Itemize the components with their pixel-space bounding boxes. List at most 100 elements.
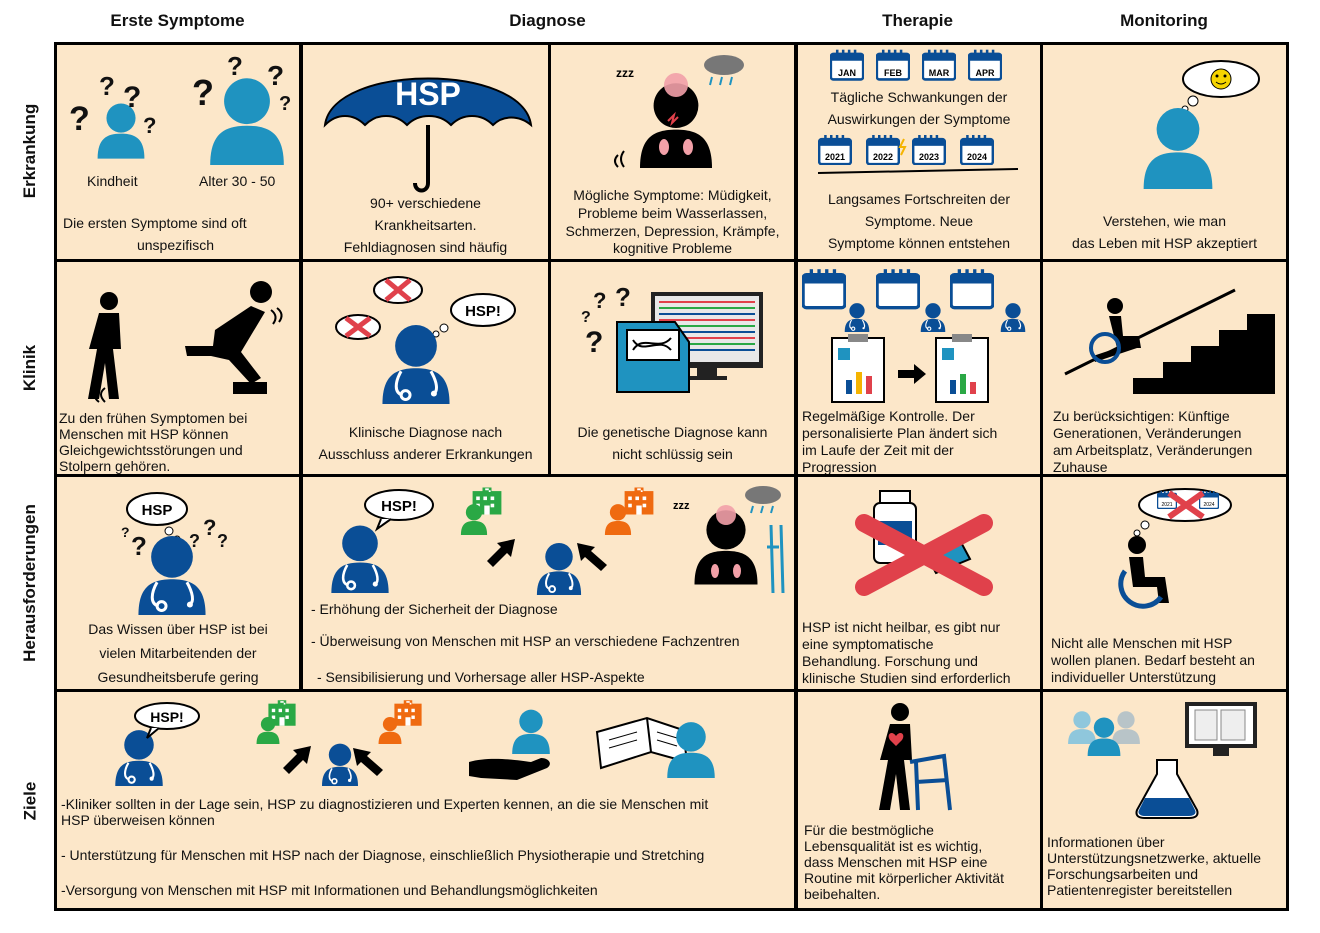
ziele-monitoring-text-2: Unterstützungsnetzwerke, aktuelle	[1047, 850, 1261, 866]
svg-text:2021: 2021	[1161, 502, 1172, 508]
klinik-therapie-text-3: im Laufe der Zeit mit der	[802, 442, 954, 458]
cell-erkrankung-monitoring: Verstehen, wie man das Leben mit HSP akz…	[1040, 42, 1289, 262]
cell-klinik-monitoring: Zu berücksichtigen: Künftige Generatione…	[1040, 259, 1289, 477]
regular-checkup-icon	[802, 268, 1026, 403]
klinik-erste-text-4: Stolpern gehören.	[59, 458, 171, 474]
ziele-monitoring-text-3: Forschungsarbeiten und	[1047, 866, 1198, 882]
svg-text:HSP!: HSP!	[381, 498, 417, 515]
therapie-text1-2: Auswirkungen der Symptome	[827, 111, 1011, 127]
svg-text:?: ?	[121, 524, 130, 540]
svg-text:?: ?	[581, 309, 591, 326]
klinik-therapie-text-2: personalisierte Plan ändert sich	[802, 425, 998, 441]
klinik-therapie-text-4: Progression	[802, 459, 877, 475]
question-person-icons: ???? ????	[69, 51, 291, 165]
cell-klinik-diagnose-klinisch: HSP! Klinische Diagnose nach Ausschluss …	[300, 259, 551, 477]
svg-text:?: ?	[189, 531, 200, 551]
ziele-therapie-text-3: dass Menschen mit HSP eine	[804, 854, 988, 870]
klinik-diagnose-b-text-1: Die genetische Diagnose kann	[577, 424, 768, 440]
herausforderungen-monitoring-text-2: wollen planen. Bedarf besteht an	[1051, 652, 1255, 668]
svg-text:?: ?	[123, 81, 141, 114]
row-header-herausforderungen: Herausforderungen	[20, 503, 39, 662]
herausforderungen-therapie-text-4: klinische Studien sind erforderlich	[802, 670, 1011, 686]
therapie-text2-3: Symptome können entstehen	[827, 235, 1011, 251]
diagnose-a-text-2: Krankheitsarten.	[374, 217, 477, 233]
column-header-therapie: Therapie	[882, 11, 953, 30]
symptom-body-icon: zzz	[614, 55, 744, 168]
cell-klinik-erste-symptome: Zu den frühen Symptomen bei Menschen mit…	[54, 259, 302, 477]
ziele-therapie-text-1: Für die bestmögliche	[804, 822, 934, 838]
herausforderungen-therapie-text-3: Behandlung. Forschung und	[802, 653, 978, 669]
cell-klinik-diagnose-genetisch: ???? Die genetische Diagnose kann nicht …	[548, 259, 797, 477]
svg-text:APR: APR	[975, 68, 995, 78]
svg-text:?: ?	[203, 515, 216, 540]
svg-text:?: ?	[615, 282, 631, 312]
klinik-monitoring-text-1: Zu berücksichtigen: Künftige	[1053, 408, 1230, 424]
svg-text:?: ?	[131, 531, 147, 561]
klinik-monitoring-text-4: Zuhause	[1053, 459, 1108, 475]
ziele-therapie-text-4: Routine mit körperlicher Aktivität	[804, 870, 1004, 886]
svg-text:zzz: zzz	[616, 66, 634, 80]
stumbling-people-icon	[88, 281, 283, 403]
ziele-line-2: HSP überweisen können	[61, 812, 215, 828]
svg-text:?: ?	[585, 326, 603, 359]
svg-text:?: ?	[227, 51, 243, 81]
herausforderungen-bullet-3: - Sensibilisierung und Vorhersage aller …	[317, 669, 645, 685]
herausforderungen-erste-text-1: Das Wissen über HSP ist bei	[88, 621, 268, 637]
klinik-diagnose-b-text-2: nicht schlüssig sein	[612, 446, 733, 462]
klinik-diagnose-a-text-2: Ausschluss anderer Erkrankungen	[318, 446, 533, 462]
svg-text:?: ?	[217, 531, 228, 551]
no-cure-icon	[855, 490, 993, 596]
cell-erkrankung-diagnose-umbrella: HSP 90+ verschiedene Krankheitsarten. Fe…	[300, 42, 551, 262]
cell-erkrankung-diagnose-symptome: zzz Mögliche Symptome: Müdigkeit, Proble…	[548, 42, 797, 262]
ziele-monitoring-text-1: Informationen über	[1047, 834, 1165, 850]
klinik-therapie-text-1: Regelmäßige Kontrolle. Der	[802, 408, 975, 424]
therapie-text2-2: Symptome. Neue	[864, 213, 974, 229]
cell-ziele-therapie: Für die bestmögliche Lebensqualität ist …	[795, 689, 1043, 911]
no-planning-wheelchair-icon: 2021 2024	[1118, 488, 1232, 609]
ziele-therapie-text-2: Lebensqualität ist es wichtig,	[804, 838, 983, 854]
confused-doctor-icon: HSP ?????	[121, 492, 228, 615]
cell-herausforderungen-diagnose: HSP! zzz - Erhöhung der Sicherheit der D…	[300, 474, 797, 692]
walking-frame-icon	[879, 703, 952, 811]
svg-text:HSP!: HSP!	[150, 709, 183, 725]
svg-text:2023: 2023	[919, 152, 939, 162]
monitoring-text-1: Verstehen, wie man	[1103, 213, 1226, 229]
therapie-text1-1: Tägliche Schwankungen der	[830, 89, 1008, 105]
herausforderungen-therapie-text-1: HSP ist nicht heilbar, es gibt nur	[802, 619, 1001, 635]
cell-erkrankung-erste-symptome: ???? ???? Kindheit Alter 30 - 50 Die ers…	[54, 42, 302, 262]
cell-herausforderungen-erste: HSP ????? Das Wissen über HSP ist bei vi…	[54, 474, 302, 692]
diagnose-b-text-1: Mögliche Symptome: Müdigkeit,	[573, 187, 772, 203]
herausforderungen-bullet-2: - Überweisung von Menschen mit HSP an ve…	[311, 633, 740, 649]
svg-text:HSP: HSP	[142, 502, 173, 519]
genetic-test-icon: ????	[581, 282, 763, 393]
svg-text:?: ?	[267, 60, 284, 91]
klinik-erste-text-1: Zu den frühen Symptomen bei	[59, 410, 248, 426]
svg-text:?: ?	[279, 93, 291, 115]
row-header-ziele: Ziele	[20, 781, 39, 821]
svg-text:MAR: MAR	[929, 68, 950, 78]
svg-text:?: ?	[593, 288, 606, 313]
svg-text:?: ?	[69, 100, 90, 138]
cell-ziele-main: HSP! -Kliniker sollten in der Lage sein,…	[54, 689, 797, 911]
column-header-monitoring: Monitoring	[1120, 11, 1208, 30]
cell-ziele-monitoring: Informationen über Unterstützungsnetzwer…	[1040, 689, 1289, 911]
umbrella-icon: HSP	[323, 76, 533, 193]
klinik-erste-text-2: Menschen mit HSP können	[59, 426, 229, 442]
cell-herausforderungen-therapie: HSP ist nicht heilbar, es gibt nur eine …	[795, 474, 1043, 692]
diagnose-b-text-3: Schmerzen, Depression, Krämpfe,	[565, 223, 780, 239]
herausforderungen-erste-text-2: vielen Mitarbeitenden der	[99, 645, 257, 661]
ziele-icons: HSP!	[113, 700, 715, 786]
svg-text:2024: 2024	[967, 152, 987, 162]
klinik-diagnose-a-text-1: Klinische Diagnose nach	[348, 424, 503, 440]
column-header-erste-symptome: Erste Symptome	[110, 11, 245, 30]
svg-text:zzz: zzz	[673, 500, 690, 512]
erste-symptome-text-1: Die ersten Symptome sind oft	[63, 215, 247, 231]
ziele-line-1: -Kliniker sollten in der Lage sein, HSP …	[61, 796, 709, 812]
svg-text:2024: 2024	[1203, 502, 1214, 508]
umbrella-hsp-label: HSP	[395, 76, 461, 112]
row-header-erkrankung: Erkrankung	[20, 103, 40, 199]
klinik-erste-text-3: Gleichgewichtsstörungen und	[59, 442, 243, 458]
row-header-klinik: Klinik	[20, 344, 40, 391]
svg-text:2022: 2022	[873, 152, 893, 162]
